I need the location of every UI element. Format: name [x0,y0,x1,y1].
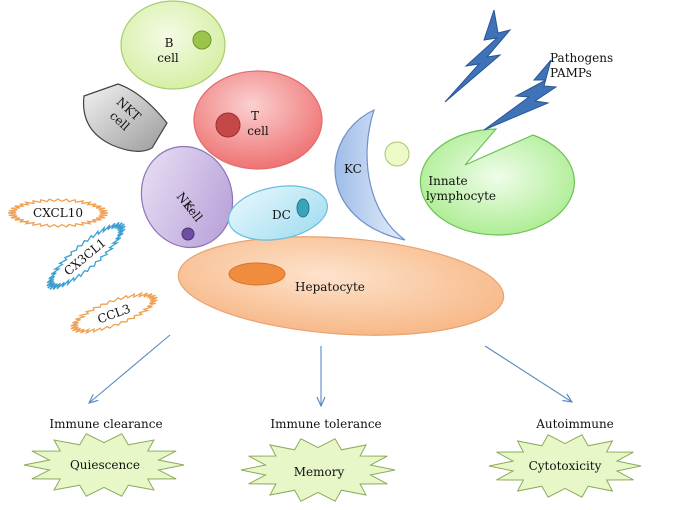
kupffer-cell: KC [334,108,406,241]
arrow-to-clearance [89,334,171,403]
dc-nucleus [296,198,310,218]
cytotoxicity-label: Cytotoxicity [529,459,602,473]
outcome-heading-tolerance: Immune tolerance [270,417,381,431]
pamps-label: PAMPs [550,66,592,80]
innate-label-1: Innate [428,174,467,188]
cxcl10-starburst [7,198,109,228]
nk-cell-nucleus [181,227,195,241]
arrow-to-autoimmune [484,345,572,402]
hepatocyte-label: Hepatocyte [295,280,365,294]
outcome-quiescence: Quiescence [23,433,185,497]
cytotoxicity-starburst [488,434,642,498]
cxcl10-chemokine: CXCL10 [7,198,109,228]
cxcl10-label: CXCL10 [33,206,83,220]
b-cell-label-2: cell [157,51,179,65]
t-cell: T cell [193,70,323,170]
hepatocyte-nucleus [228,262,286,286]
dendritic-cell: DC [227,185,329,241]
nkt-cell: NKT cell [82,83,168,152]
pamp-bolt-icon [483,59,558,131]
memory-label: Memory [294,465,345,479]
pathogen-bolt-icon [444,9,512,103]
dc-label: DC [272,208,291,222]
outcome-heading-clearance: Immune clearance [49,417,162,431]
cx3cl1-starburst [46,221,126,291]
memory-starburst [240,438,396,502]
b-cell-nucleus [192,30,212,50]
quiescence-label: Quiescence [70,458,140,472]
pathogens-label: Pathogens [550,51,613,65]
b-cell: B cell [120,0,226,90]
innate-label-2: lymphocyte [426,189,496,203]
innate-lymphocyte-nucleus [384,141,410,167]
cx3cl1-chemokine: CX3CL1 [46,221,126,291]
b-cell-label-1: B [165,36,174,50]
ccl3-starburst [70,291,158,335]
ccl3-chemokine: CCL3 [70,291,158,335]
quiescence-starburst [23,433,185,497]
hepatocyte: Hepatocyte [177,236,505,336]
outcome-memory: Memory [240,438,396,502]
outcome-heading-autoimmune: Autoimmune [535,417,614,431]
kc-label: KC [344,162,362,176]
t-cell-label-1: T [251,109,259,123]
nk-cell: NK cell [140,145,234,249]
t-cell-label-2: cell [247,124,269,138]
t-cell-nucleus [215,112,241,138]
outcome-cytotoxicity: Cytotoxicity [488,434,642,498]
innate-lymphocyte: Innate lymphocyte [384,128,575,236]
